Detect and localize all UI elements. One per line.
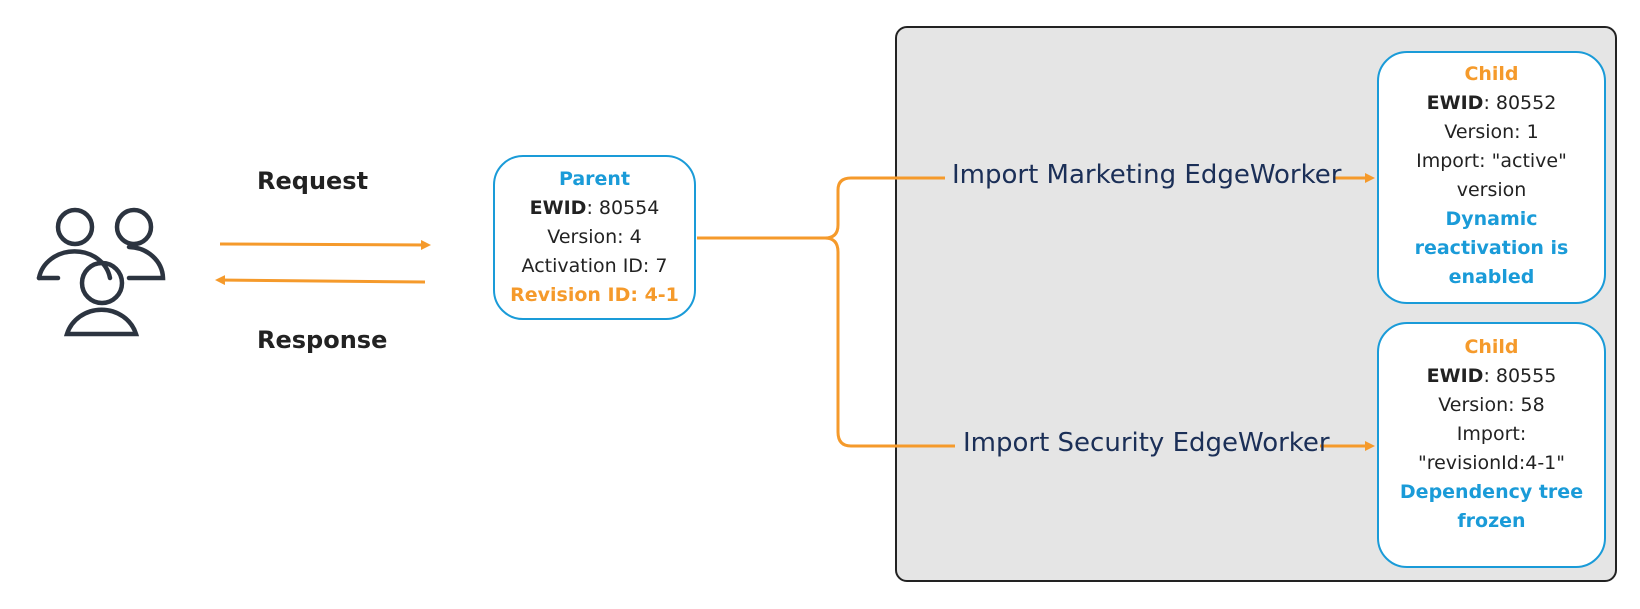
child-ewid: EWID: 80555 [1426, 365, 1557, 387]
parent-ewid: EWID: 80554 [529, 197, 660, 219]
child-import-line: Import: [1456, 423, 1527, 445]
child-version: Version: 58 [1438, 394, 1545, 416]
child-status-line: Dynamic [1445, 208, 1538, 230]
child-status-line: enabled [1448, 266, 1535, 288]
parent-connector [697, 176, 945, 240]
parent-activation-id: Activation ID: 7 [521, 255, 668, 277]
import-security-label: Import Security EdgeWorker [963, 428, 1330, 458]
child-status-line: Dependency tree [1399, 481, 1584, 503]
parent-revision-id: Revision ID: 4-1 [510, 284, 679, 306]
import-marketing-label: Import Marketing EdgeWorker [952, 160, 1342, 190]
parent-box: Parent EWID: 80554 Version: 4 Activation… [493, 155, 696, 320]
child-title: Child [1464, 63, 1519, 85]
child-box-security: Child EWID: 80555 Version: 58 Import: "r… [1377, 322, 1606, 568]
child-status-line: reactivation is [1414, 237, 1569, 259]
request-label: Request [257, 167, 369, 195]
child-box-marketing: Child EWID: 80552 Version: 1 Import: "ac… [1377, 51, 1606, 304]
response-label: Response [257, 326, 388, 354]
parent-title: Parent [558, 168, 631, 190]
child-status-line: frozen [1457, 510, 1526, 532]
response-arrow [215, 275, 426, 286]
child-ewid: EWID: 80552 [1426, 92, 1557, 114]
child-version: Version: 1 [1444, 121, 1539, 143]
security-connector [824, 236, 955, 448]
child-title: Child [1464, 336, 1519, 358]
child-import-line: version [1456, 179, 1527, 201]
request-arrow [219, 239, 431, 250]
users-icon [36, 207, 166, 337]
child-import-line: "revisionId:4-1" [1417, 452, 1566, 474]
parent-version: Version: 4 [547, 226, 642, 248]
child-import-line: Import: "active" [1416, 150, 1567, 172]
